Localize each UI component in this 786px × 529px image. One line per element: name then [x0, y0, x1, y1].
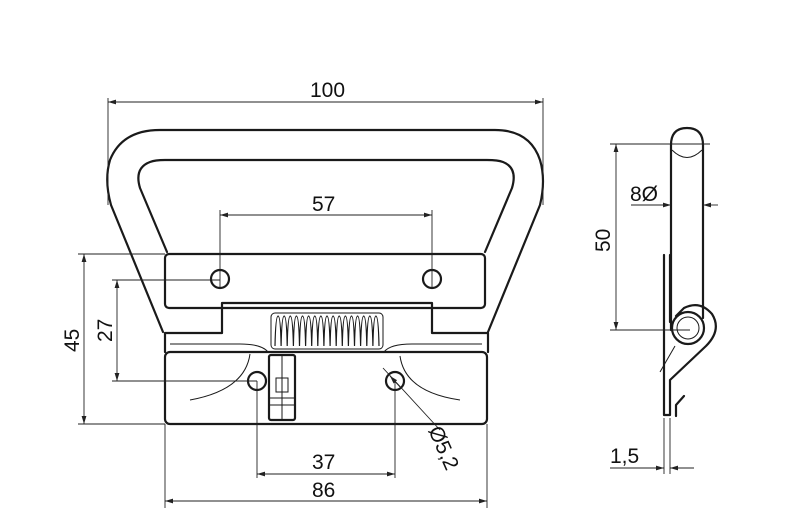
side-dimensions: 50 8Ø 1,5: [592, 143, 718, 474]
dim-sheet-thickness-label: 1,5: [610, 445, 639, 468]
dim-27-label: 27: [94, 319, 117, 342]
spring: [270, 312, 384, 350]
side-rod: [669, 126, 705, 332]
handle-inner: [137, 158, 515, 254]
dim-86-label: 86: [312, 479, 335, 502]
dim-hole-diameter-label: Ø5,2: [423, 423, 463, 474]
dim-100-label: 100: [310, 79, 345, 102]
side-hinge: [670, 310, 706, 346]
bottom-plate: [163, 350, 489, 426]
front-view: [106, 128, 545, 426]
top-plate: [163, 252, 487, 310]
side-bracket: [662, 253, 717, 417]
spring-housing: [163, 301, 490, 354]
side-view: [659, 126, 717, 418]
dim-50-label: 50: [592, 229, 615, 252]
dim-37-label: 37: [312, 451, 335, 474]
dim-45-label: 45: [61, 329, 84, 352]
dim-rod-diameter-label: 8Ø: [630, 183, 658, 206]
front-dimensions: 100 57 45 27 37 86 Ø5,2: [61, 79, 544, 508]
latch-pin: [267, 353, 297, 422]
dim-57-label: 57: [312, 193, 335, 216]
